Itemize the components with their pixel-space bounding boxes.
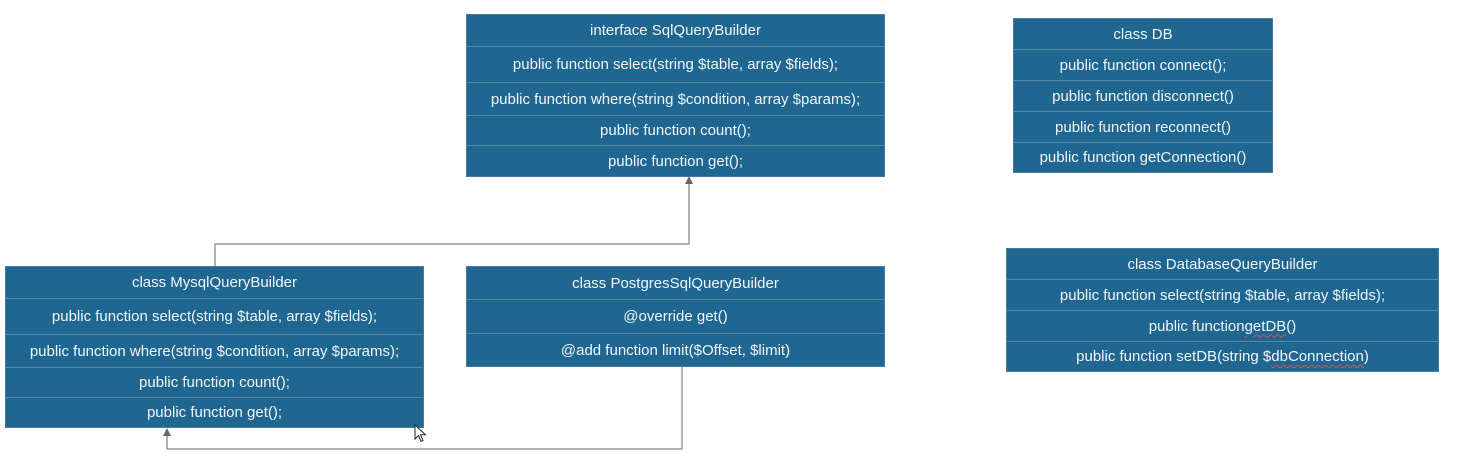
- method-row: public function get();: [467, 145, 884, 176]
- box-title: class DatabaseQueryBuilder: [1127, 255, 1318, 273]
- box-title: interface SqlQueryBuilder: [590, 22, 761, 39]
- method-row: public function count();: [6, 367, 423, 397]
- method-row: public function select(string $table, ar…: [6, 298, 423, 334]
- class-mysqlquerybuilder-box[interactable]: class MysqlQueryBuilder public function …: [5, 266, 424, 428]
- method-row: public function count();: [467, 115, 884, 145]
- method-row: public function where(string $condition,…: [467, 82, 884, 115]
- method-row: @add function limit($Offset, $limit): [467, 333, 884, 366]
- class-databasequerybuilder-box[interactable]: class DatabaseQueryBuilder public functi…: [1006, 248, 1439, 372]
- method-row: public function setDB(string $dbConnecti…: [1007, 341, 1438, 371]
- box-title: class MysqlQueryBuilder: [131, 274, 298, 291]
- spellcheck-word: dbConnection: [1271, 348, 1364, 365]
- mouse-pointer-icon: [414, 424, 427, 443]
- box-title: class DB: [1113, 25, 1173, 43]
- method-row: public function select(string $table, ar…: [467, 46, 884, 82]
- method-row: public function select(string $table, ar…: [1007, 279, 1438, 310]
- method-row: public function disconnect(): [1014, 80, 1272, 111]
- arrowhead-icon: [163, 428, 171, 436]
- method-row: public function getConnection(): [1014, 142, 1272, 172]
- method-row: public function connect();: [1014, 49, 1272, 80]
- box-title: class PostgresSqlQueryBuilder: [572, 274, 779, 292]
- method-row: public function where(string $condition,…: [6, 334, 423, 367]
- class-db-box[interactable]: class DB public function connect(); publ…: [1013, 18, 1273, 173]
- interface-sqlquerybuilder-box[interactable]: interface SqlQueryBuilder public functio…: [466, 14, 885, 177]
- spellcheck-word: getDB: [1244, 317, 1287, 335]
- method-row: @override get(): [467, 299, 884, 333]
- method-row: public function getDB(): [1007, 310, 1438, 341]
- arrowhead-icon: [685, 176, 693, 184]
- class-postgressqlquerybuilder-box[interactable]: class PostgresSqlQueryBuilder @override …: [466, 266, 885, 367]
- method-row: public function reconnect(): [1014, 111, 1272, 142]
- connector-postgres-to-mysql: [166, 367, 683, 450]
- connector-mysql-to-interface: [214, 184, 690, 266]
- method-row: public function get();: [6, 397, 423, 427]
